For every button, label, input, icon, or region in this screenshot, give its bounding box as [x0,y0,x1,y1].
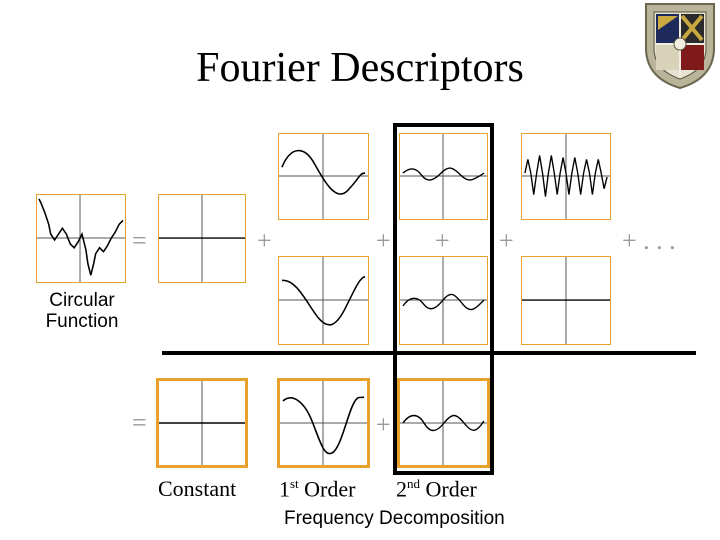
plus-sign: + [435,226,450,255]
divider-line [162,351,696,355]
first-order-component-panel [277,378,370,468]
page-title: Fourier Descriptors [196,45,524,91]
second-order-word: Order [425,476,477,502]
circular-function-label-line1: Circular [49,290,115,311]
higher-order-panel-bottom [521,256,611,345]
university-seal-icon [640,0,720,90]
second-order-panel-bottom [399,256,488,345]
first-order-word: Order [304,476,356,502]
higher-order-panel-top [521,133,611,220]
constant-component-panel [156,378,248,468]
first-order-label: 1st Order [279,476,355,502]
first-order-panel-bottom [278,256,369,345]
constant-label: Constant [158,476,237,501]
first-order-panel-top [278,133,369,220]
plus-sign: + [257,226,272,255]
constant-panel [158,194,246,283]
second-order-component-panel [397,378,490,468]
second-order-highlight-box [393,123,494,475]
second-order-label: 2nd Order [396,476,477,502]
plus-ellipsis: + . . . [622,226,676,255]
plus-sign: + [499,226,514,255]
circular-function-label-line2: Function [45,311,119,332]
second-order-panel-top [399,133,488,220]
plus-sign: + [376,410,391,439]
first-order-number: 1 [279,476,290,502]
frequency-decomposition-label: Frequency Decomposition [284,508,505,529]
first-order-suffix: st [290,476,299,491]
second-order-suffix: nd [407,476,420,491]
equals-sign: = [132,226,147,255]
second-order-number: 2 [396,476,407,502]
plus-sign: + [376,226,391,255]
circular-function-label: Circular Function [30,290,134,332]
equals-sign: = [132,408,147,437]
circular-function-panel [36,194,126,283]
